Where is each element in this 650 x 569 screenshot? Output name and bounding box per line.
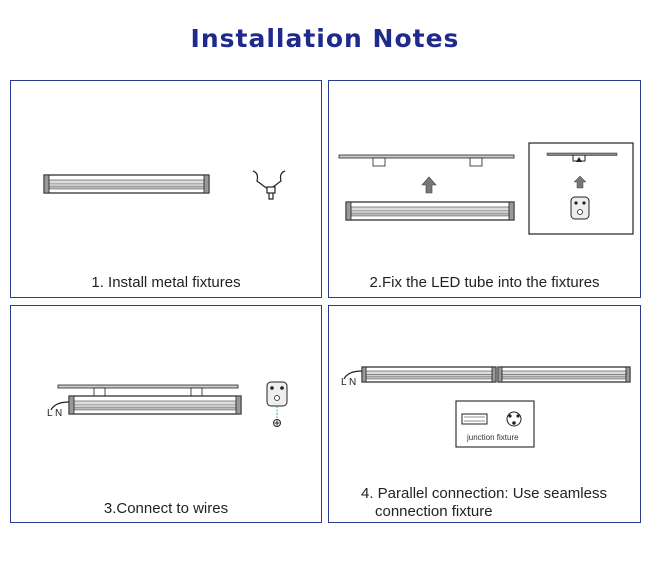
led-tube [68, 395, 242, 415]
up-arrow-icon [421, 176, 437, 194]
step-1-panel: 1. Install metal fixtures [10, 80, 322, 298]
led-tube [345, 201, 515, 221]
power-wire [50, 401, 70, 411]
step-4-caption-line-1: 4. Parallel connection: Use seamless [361, 485, 607, 502]
step-2-illustration [338, 142, 634, 235]
tube-end-cap-icon [570, 196, 590, 220]
ceiling-bar [338, 154, 515, 167]
step-2-caption: 2.Fix the LED tube into the fixtures [369, 274, 600, 291]
step-4-panel: L N junction fixture 4. Parallel connect… [328, 305, 641, 523]
step-2-panel: 2.Fix the LED tube into the fixtures [328, 80, 641, 298]
step-1-illustration [43, 170, 286, 200]
step-3-caption: 3.Connect to wires [103, 500, 229, 517]
junction-fixture-box: junction fixture [455, 400, 535, 448]
page-title: Installation Notes [190, 24, 460, 53]
step-3-panel: L N 3.Connect to wires [10, 305, 322, 523]
junction-fixture-label: junction fixture [466, 433, 519, 442]
step-4-illustration: L N junction fixture [341, 366, 631, 448]
led-tube [43, 174, 210, 194]
wire-label: L N [341, 377, 356, 388]
power-wire [343, 370, 363, 380]
connector-icon [506, 411, 522, 427]
detail-inset [528, 142, 634, 235]
metal-fixture-icon [252, 170, 286, 200]
step-4-caption-line-2: connection fixture [375, 503, 493, 520]
step-1-caption: 1. Install metal fixtures [91, 274, 241, 291]
step-3-illustration: L N [47, 381, 288, 427]
ceiling-bar [57, 384, 239, 397]
led-tube-right [497, 366, 631, 383]
tube-end-cap-icon [266, 381, 288, 427]
led-tube-left [361, 366, 497, 383]
up-arrow-icon [573, 175, 587, 189]
wire-label: L N [47, 408, 62, 419]
